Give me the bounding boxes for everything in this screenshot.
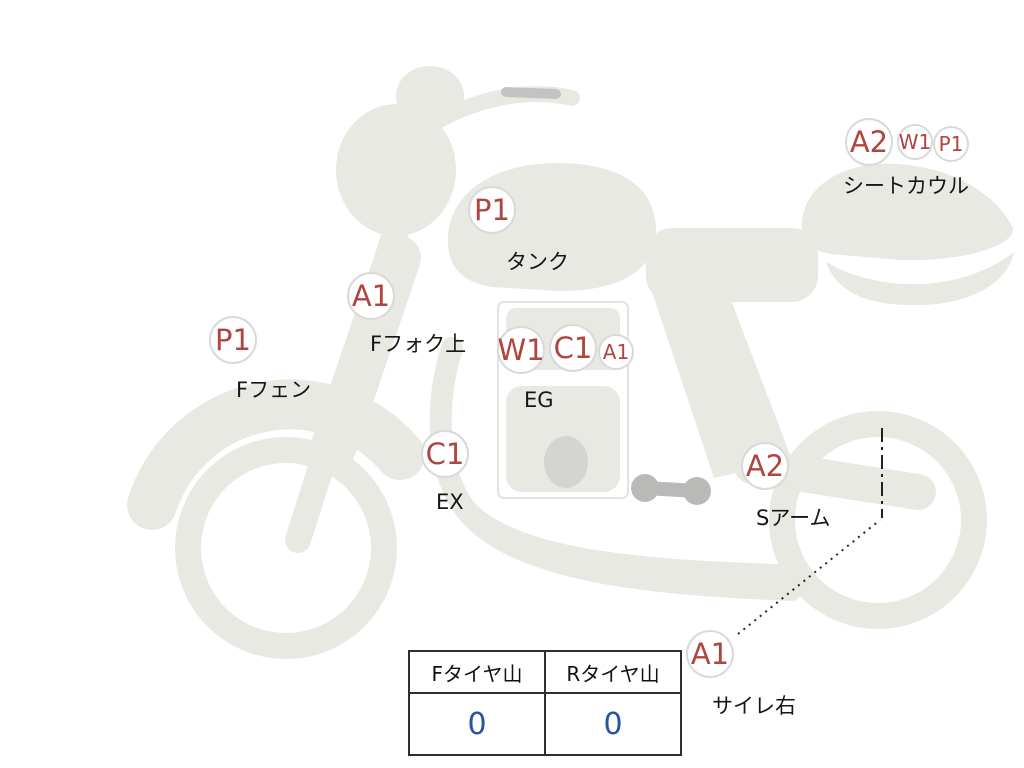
tire-table-header-front: Fタイヤ山 bbox=[408, 650, 546, 694]
front-wheel bbox=[175, 437, 397, 659]
tank-badge: P1 bbox=[468, 186, 516, 234]
tire-table-value-row: 0 0 bbox=[408, 692, 682, 756]
front-fork-upper-label: Fフォク上 bbox=[370, 332, 467, 356]
engine-label: EG bbox=[524, 388, 554, 412]
frame-downtube bbox=[652, 292, 792, 478]
front-fender-label: Fフェン bbox=[236, 378, 312, 402]
exhaust-lower-pipe bbox=[459, 507, 801, 601]
seat-cowl-badge-2: W1 bbox=[897, 124, 933, 160]
engine-badge-3: A1 bbox=[598, 334, 634, 370]
headlight bbox=[336, 104, 456, 236]
tire-table-header-rear: Rタイヤ山 bbox=[544, 650, 682, 694]
rear-wheel bbox=[769, 411, 987, 629]
swing-arm-label: Sアーム bbox=[756, 506, 831, 530]
exhaust-label: EX bbox=[436, 490, 464, 514]
tire-table-header-row: Fタイヤ山 Rタイヤ山 bbox=[408, 650, 682, 694]
handlebar-grip bbox=[501, 87, 561, 99]
seat-cowl-label: シートカウル bbox=[843, 174, 969, 198]
front-fender-badge: P1 bbox=[209, 316, 257, 364]
footpeg bbox=[631, 474, 711, 505]
seat-cowl-badge-3: P1 bbox=[933, 126, 969, 162]
front-fender-part bbox=[127, 379, 425, 530]
swing-arm-badge: A2 bbox=[741, 442, 789, 490]
tire-table: Fタイヤ山 Rタイヤ山 0 0 bbox=[408, 650, 682, 756]
tail-piece bbox=[826, 252, 1014, 306]
silencer-right-badge: A1 bbox=[686, 630, 734, 678]
exhaust-badge: C1 bbox=[421, 430, 469, 478]
engine-badge-1: W1 bbox=[497, 326, 545, 374]
tank-label: タンク bbox=[506, 250, 569, 274]
front-fork-upper-badge: A1 bbox=[347, 272, 395, 320]
seat-cowl-badge-1: A2 bbox=[845, 118, 893, 166]
silencer-pointer-line bbox=[737, 519, 881, 635]
tire-table-value-rear: 0 bbox=[544, 692, 682, 756]
silencer-right-label: サイレ右 bbox=[712, 694, 796, 718]
engine-cover bbox=[544, 436, 588, 488]
seat-cowl-part bbox=[801, 163, 1014, 261]
engine-badge-2: C1 bbox=[549, 324, 597, 372]
seat bbox=[646, 228, 818, 302]
tire-table-value-front: 0 bbox=[408, 692, 546, 756]
